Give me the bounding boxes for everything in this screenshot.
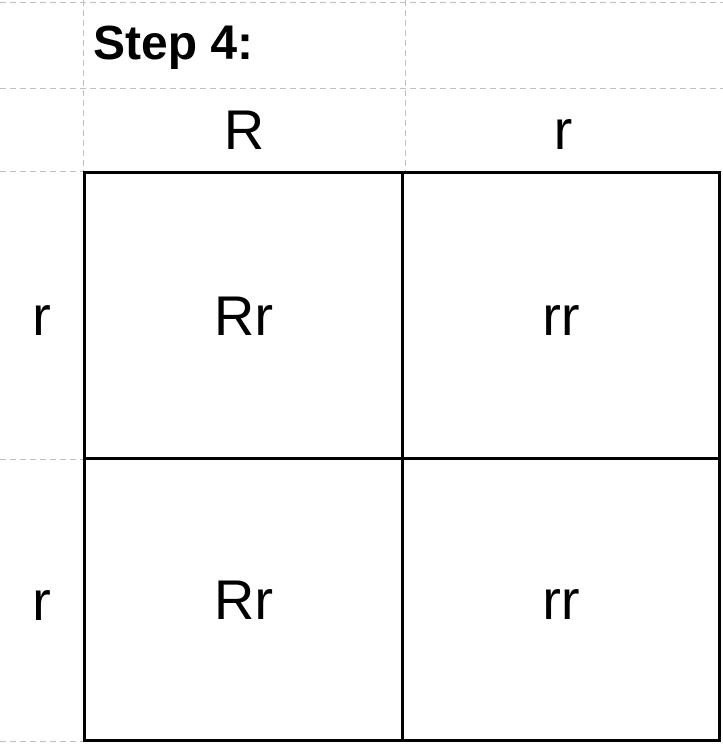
- table-guide-line: [0, 2, 723, 3]
- column-header-gamete[interactable]: r: [553, 97, 573, 161]
- table-guide-line: [0, 459, 84, 460]
- punnett-cell[interactable]: Rr: [86, 174, 404, 461]
- table-guide-line: [0, 171, 84, 172]
- table-guide-line: [405, 0, 406, 172]
- column-header-gamete[interactable]: R: [223, 97, 265, 161]
- punnett-cell[interactable]: Rr: [86, 460, 404, 739]
- step-title[interactable]: Step 4:: [93, 17, 254, 70]
- punnett-square-table: Rr rr Rr rr: [83, 171, 721, 742]
- punnett-cell[interactable]: rr: [403, 174, 718, 461]
- table-guide-line: [83, 0, 84, 172]
- row-header-gamete[interactable]: r: [32, 283, 51, 347]
- row-header-gamete[interactable]: r: [32, 569, 51, 632]
- punnett-cell[interactable]: rr: [542, 567, 580, 631]
- table-guide-line: [0, 741, 84, 742]
- table-guide-line: [0, 88, 723, 89]
